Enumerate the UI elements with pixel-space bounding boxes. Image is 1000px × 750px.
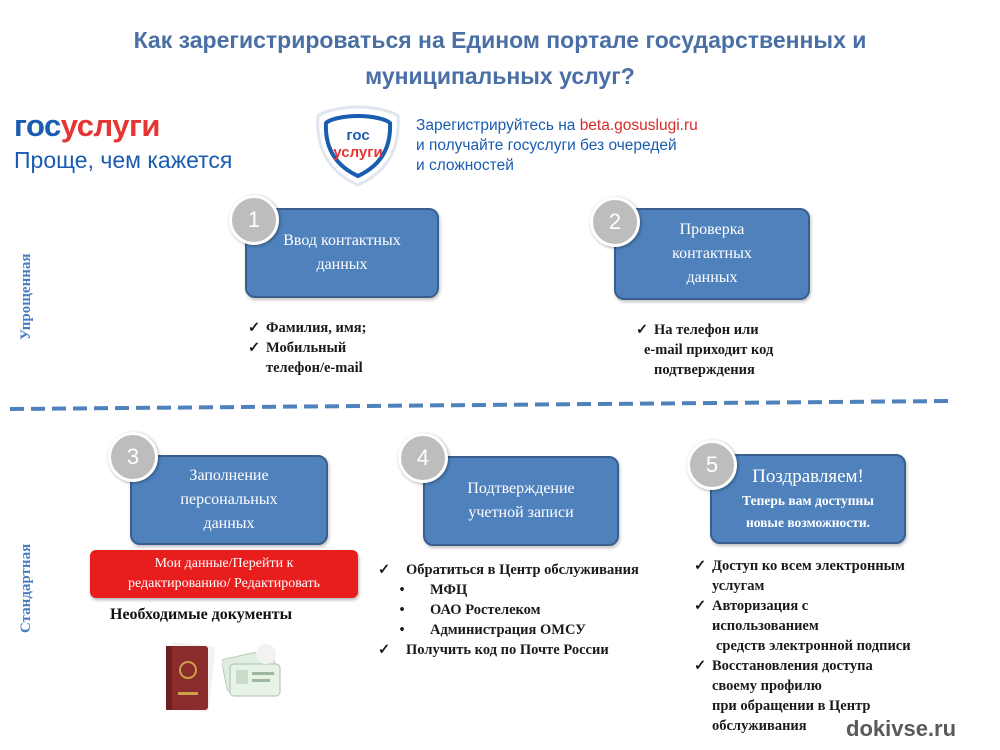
step-5-item-1: Доступ ко всем электронным — [712, 558, 905, 574]
step-5-line-2: Теперь вам доступны — [742, 493, 874, 508]
section-label-standard: Стандартная — [18, 543, 34, 633]
check-icon: ✓ — [248, 340, 261, 356]
step-2-box: Проверка контактных данных — [614, 208, 810, 300]
step-5-list: ✓ Доступ ко всем электронным услугам ✓ Авт… — [694, 556, 911, 736]
step-5-box: Поздравляем! Теперь вам доступны новые в… — [710, 454, 906, 544]
bullet-icon: • — [399, 622, 405, 638]
step-2-line-1: Проверка — [679, 221, 745, 238]
step-5-line-3: новые возможности. — [745, 515, 871, 530]
banner-line1-prefix: Зарегистрируйтесь на — [416, 117, 580, 134]
check-icon: ✓ — [694, 658, 707, 674]
step-5-item-9: обслуживания — [712, 718, 807, 734]
check-icon: ✓ — [378, 642, 391, 658]
step-4-item-1: Обратиться в Центр обслуживания — [406, 562, 639, 578]
edit-profile-line-2: редактированию/ Редактировать — [127, 576, 321, 591]
step-3-line-3: данных — [203, 515, 255, 532]
step-1-item-1: Фамилия, имя; — [266, 320, 367, 336]
step-4-bullet-3: Администрация ОМСУ — [430, 622, 586, 638]
step-5-item-6: Восстановления доступа — [712, 658, 873, 674]
shield-text-uslugi: услуги — [333, 144, 382, 161]
step-5-badge: 5 — [687, 440, 737, 490]
banner-line3: и сложностей — [416, 157, 514, 174]
banner-text: Зарегистрируйтесь на beta.gosuslugi.ru и… — [416, 116, 698, 176]
required-documents-label: Необходимые документы — [110, 606, 293, 623]
step-2-line-2: контактных — [672, 245, 752, 262]
step-5-line-1: Поздравляем! — [752, 466, 864, 487]
step-2-list: ✓ На телефон или e-mail приходит код подт… — [636, 320, 773, 380]
page-title: Как зарегистрироваться на Едином портале… — [0, 22, 1000, 94]
step-4-badge: 4 — [398, 433, 448, 483]
step-5-item-5: средств электронной подписи — [716, 638, 911, 654]
step-4-bullet-2: ОАО Ростелеком — [430, 602, 541, 618]
bullet-icon: • — [399, 602, 405, 618]
watermark: dokivse.ru — [846, 716, 957, 741]
bullet-icon: • — [399, 582, 405, 598]
step-4-item-2: Получить код по Почте России — [406, 642, 609, 658]
step-4-bullet-1: МФЦ — [430, 582, 468, 598]
step-5-item-2: услугам — [712, 578, 765, 594]
step-5-item-7: своему профилю — [712, 678, 822, 694]
insurance-card-icon — [221, 640, 286, 705]
banner-line2: и получайте госуслуги без очередей — [416, 137, 677, 154]
logo-part-gos: гос — [14, 108, 61, 143]
step-3-line-1: Заполнение — [189, 467, 269, 484]
edit-profile-button[interactable]: Мои данные/Перейти к редактированию/ Ред… — [90, 550, 358, 598]
step-4-list: ✓ Обратиться в Центр обслуживания • МФЦ • О… — [378, 560, 639, 660]
check-icon: ✓ — [378, 562, 391, 578]
step-5-item-8: при обращении в Центр — [712, 698, 871, 714]
shield-text-gos: гос — [346, 127, 369, 144]
edit-profile-line-1: Мои данные/Перейти к — [154, 556, 294, 571]
step-2-item-2: e-mail приходит код — [644, 342, 774, 358]
title-line-2: муниципальных услуг? — [365, 63, 635, 89]
check-icon: ✓ — [694, 598, 707, 614]
banner-link[interactable]: beta.gosuslugi.ru — [579, 117, 698, 134]
shield-logo-icon: гос услуги — [312, 102, 404, 190]
step-2-item-1: На телефон или — [654, 322, 759, 338]
step-1-item-2: Мобильный — [266, 340, 347, 356]
title-line-1: Как зарегистрироваться на Едином портале… — [133, 27, 867, 53]
step-4-line-1: Подтверждение — [467, 480, 575, 497]
step-4-line-2: учетной записи — [468, 504, 574, 521]
step-1-item-3: телефон/e-mail — [266, 360, 363, 376]
step-1-list: ✓ Фамилия, имя; ✓ Мобильный телефон/e-mail — [248, 318, 366, 378]
step-1-badge: 1 — [229, 195, 279, 245]
step-5-item-4: использованием — [712, 618, 819, 634]
step-1-line-1: Ввод контактных — [283, 232, 401, 249]
step-2-badge: 2 — [590, 197, 640, 247]
logo-part-uslugi: услуги — [60, 108, 161, 143]
step-5-item-3: Авторизация с — [712, 598, 809, 614]
step-2-line-3: данных — [686, 269, 738, 286]
step-3-box: Заполнение персональных данных — [130, 455, 328, 545]
section-label-simplified: Упрощенная — [18, 253, 34, 340]
step-4-box: Подтверждение учетной записи — [423, 456, 619, 546]
check-icon: ✓ — [694, 558, 707, 574]
step-1-line-2: данных — [316, 256, 368, 273]
step-1-box: Ввод контактных данных — [245, 208, 439, 298]
passport-icon — [162, 642, 218, 719]
gosuslugi-logo: госуслуги — [14, 108, 160, 144]
logo-slogan: Проще, чем кажется — [14, 147, 233, 173]
step-3-badge: 3 — [108, 432, 158, 482]
step-2-item-3: подтверждения — [654, 362, 755, 378]
check-icon: ✓ — [636, 322, 649, 338]
check-icon: ✓ — [248, 320, 261, 336]
section-divider — [10, 399, 950, 411]
step-3-line-2: персональных — [180, 491, 278, 508]
